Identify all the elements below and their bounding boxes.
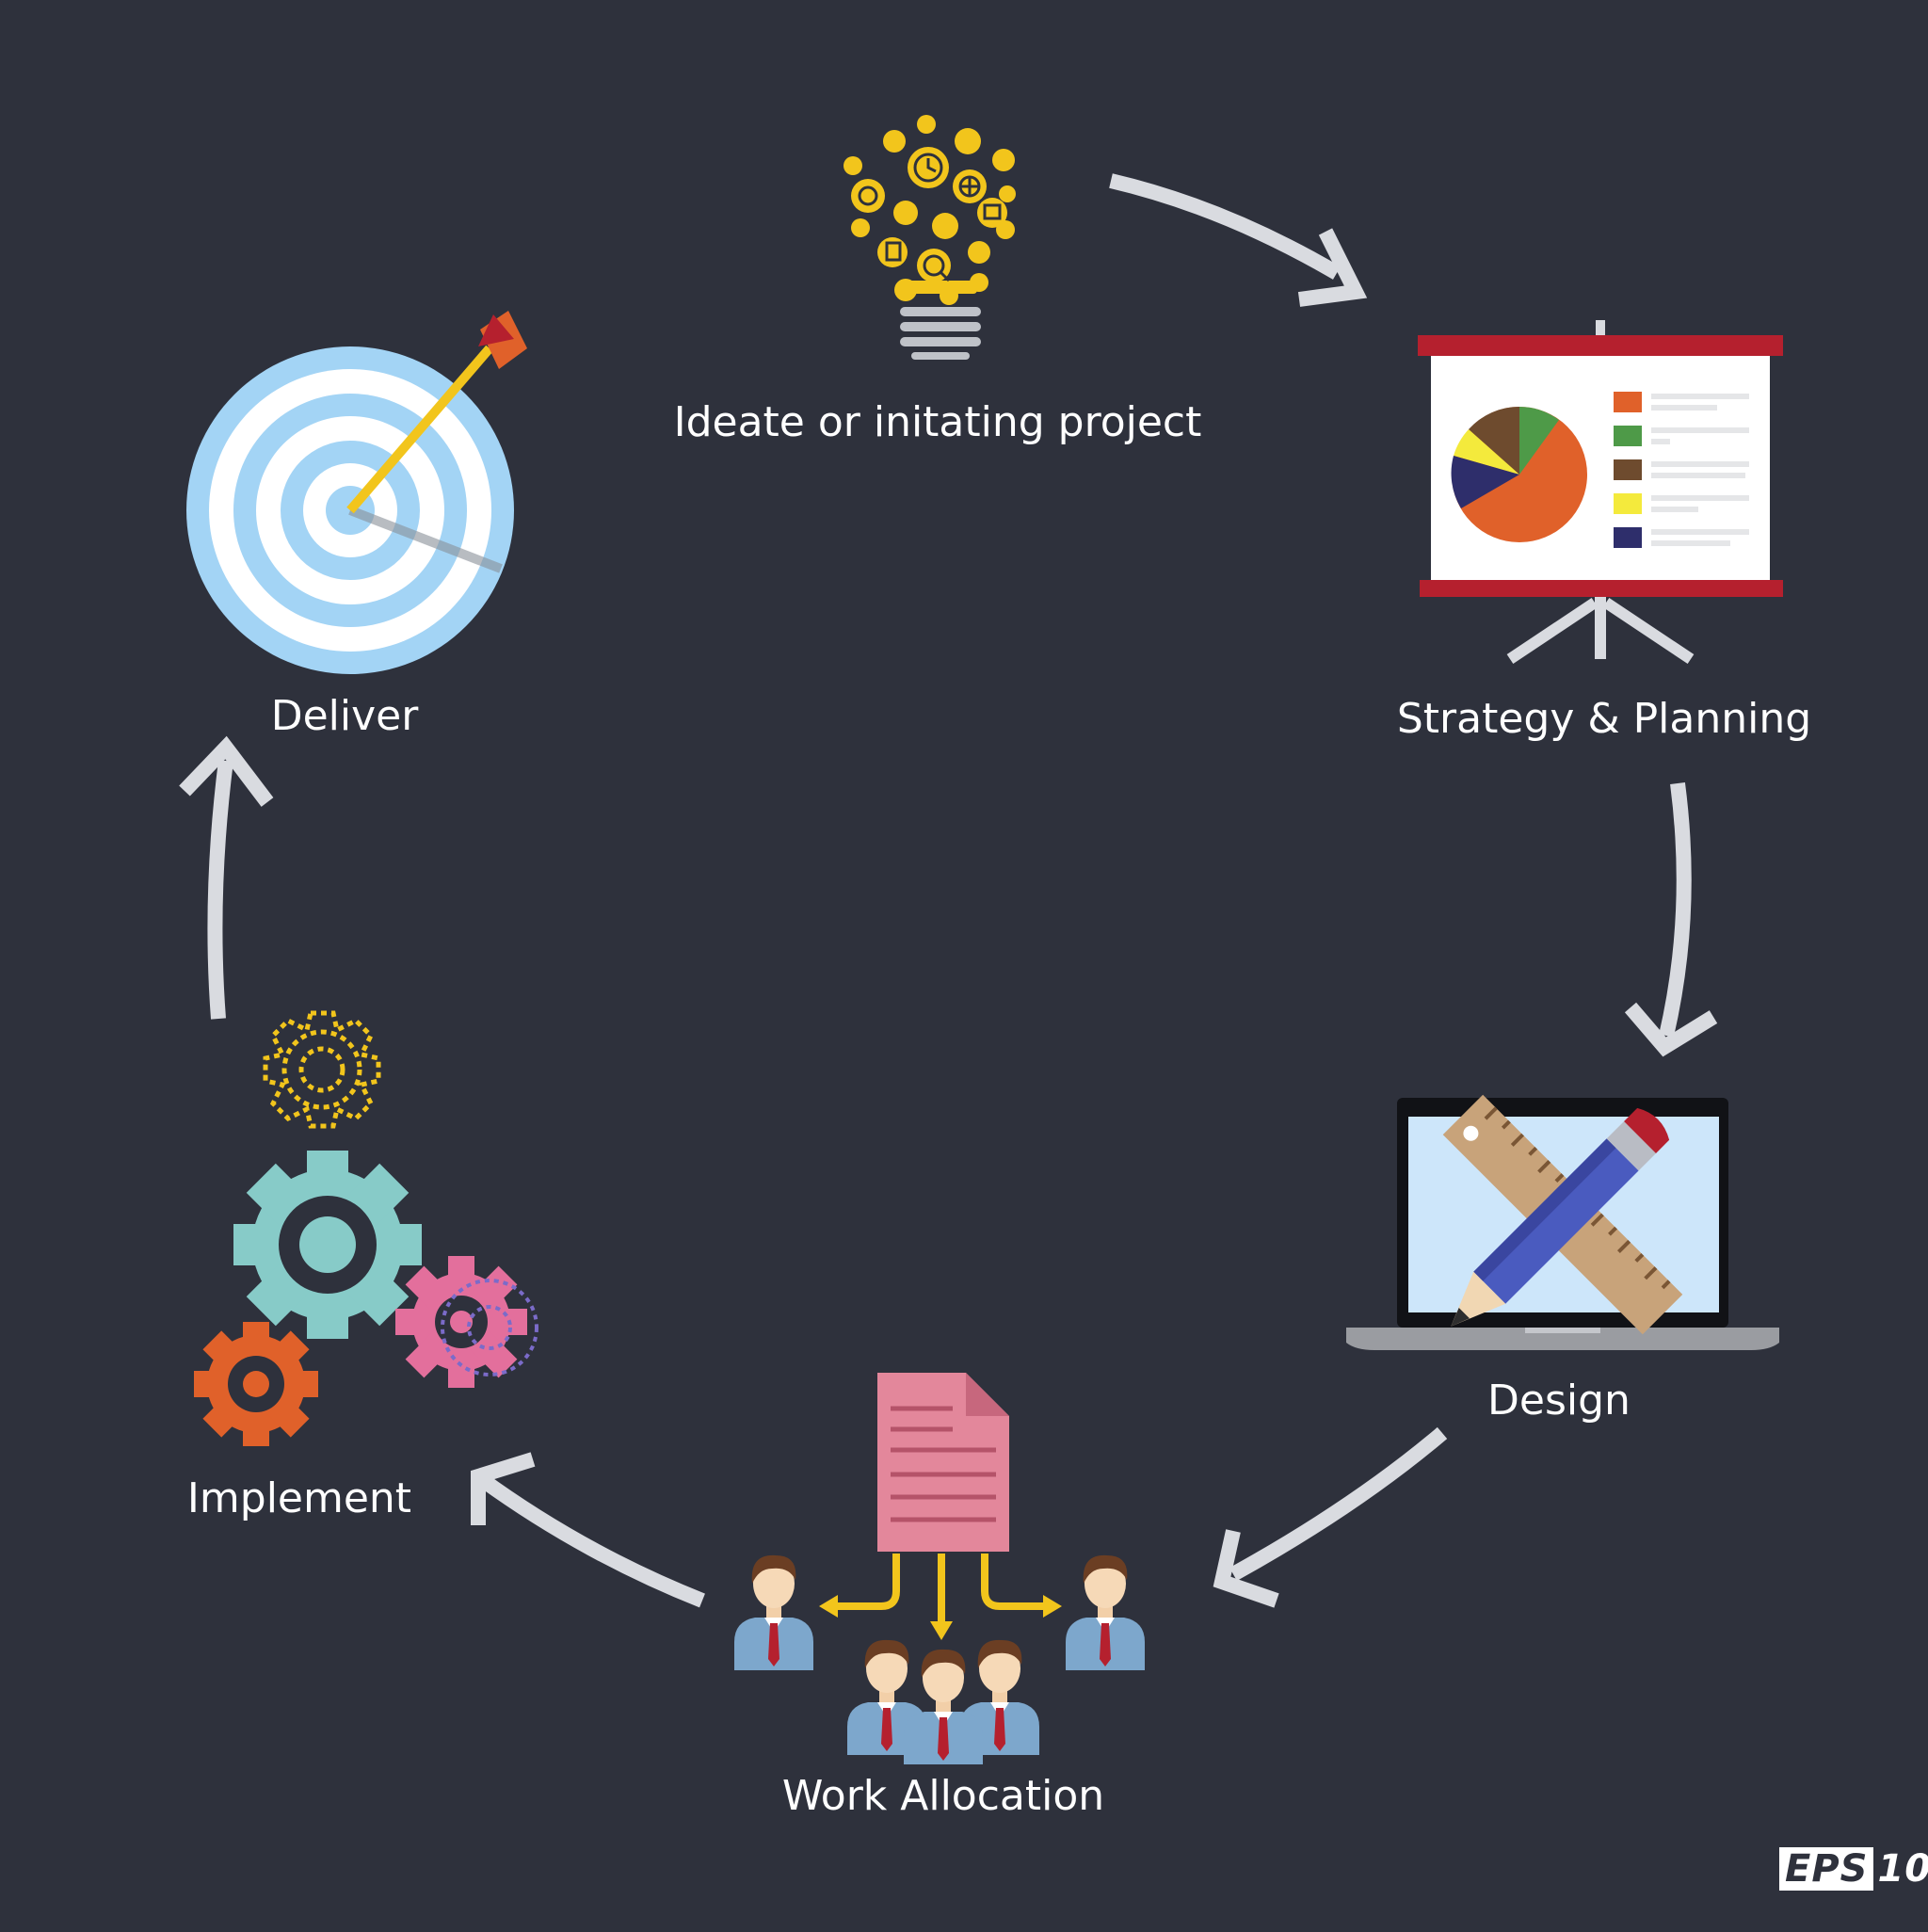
target-arrow-icon	[186, 311, 527, 674]
eps-badge-text: EPS	[1779, 1847, 1874, 1891]
legend-swatches	[1614, 392, 1749, 548]
gears-icon	[194, 1010, 538, 1446]
stage-label-strategy: Strategy & Planning	[1397, 695, 1811, 743]
dotted-gear-icon	[263, 1010, 381, 1129]
dotted-purple-gear-icon	[441, 1279, 538, 1377]
arrow-implement-to-deliver	[179, 735, 274, 1020]
stage-label-implement: Implement	[187, 1474, 411, 1522]
stage-label-work: Work Allocation	[782, 1772, 1104, 1820]
stage-label-deliver: Deliver	[271, 692, 420, 740]
pie-chart-icon	[1451, 406, 1587, 542]
document-team-icon	[734, 1373, 1145, 1764]
lightbulb-icon	[844, 115, 1016, 360]
arrow-work-to-implement	[471, 1452, 705, 1608]
laptop-pencil-ruler-icon	[1346, 1094, 1779, 1350]
arrow-design-to-work	[1213, 1426, 1448, 1608]
presentation-board-icon	[1418, 320, 1783, 664]
eps-badge-version: 10	[1877, 1847, 1928, 1891]
arrow-strategy-to-design	[1624, 781, 1718, 1057]
stage-label-ideate: Ideate or initating project	[674, 398, 1202, 446]
stage-label-design: Design	[1487, 1377, 1631, 1425]
arrow-ideate-to-strategy	[1109, 173, 1368, 307]
pencil-icon	[1451, 1107, 1670, 1327]
